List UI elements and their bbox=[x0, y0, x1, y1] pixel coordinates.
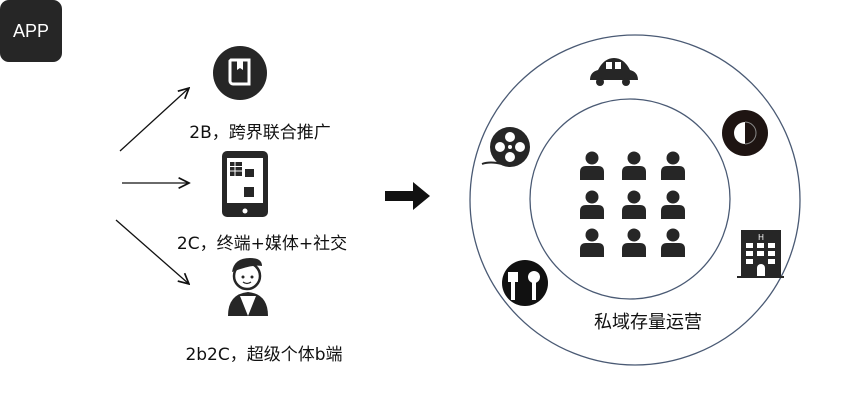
person-icon bbox=[622, 228, 646, 257]
big-arrow-icon bbox=[385, 182, 430, 210]
film-reel-icon bbox=[481, 127, 530, 167]
branch-label-2b2c: 2b2C，超级个体b端 bbox=[185, 345, 343, 365]
person-icon bbox=[622, 190, 646, 219]
person-icon bbox=[580, 190, 604, 219]
inner-circle bbox=[529, 98, 731, 300]
branch-label-2b: 2B，跨界联合推广 bbox=[189, 123, 331, 143]
person-icon bbox=[580, 228, 604, 257]
car-icon bbox=[590, 58, 638, 86]
tablet-icon bbox=[222, 151, 268, 217]
app-box: APP bbox=[0, 0, 62, 62]
coffee-icon bbox=[722, 110, 768, 156]
outer-circle bbox=[469, 34, 801, 366]
book-icon bbox=[213, 46, 267, 100]
person-beret-icon bbox=[228, 258, 268, 316]
arrow-to-2b bbox=[119, 88, 189, 152]
hotel-icon: H bbox=[737, 230, 784, 278]
branch-label-2c: 2C，终端+媒体+社交 bbox=[176, 234, 348, 254]
svg-text:H: H bbox=[758, 233, 764, 242]
person-icon bbox=[661, 228, 685, 257]
people-grid bbox=[580, 151, 685, 257]
app-label: APP bbox=[12, 20, 50, 41]
center-label: 私域存量运营 bbox=[594, 312, 702, 333]
restaurant-icon bbox=[502, 260, 548, 306]
person-icon bbox=[661, 151, 685, 180]
person-icon bbox=[622, 151, 646, 180]
person-icon bbox=[580, 151, 604, 180]
arrow-to-2b2c bbox=[115, 219, 189, 284]
person-icon bbox=[661, 190, 685, 219]
